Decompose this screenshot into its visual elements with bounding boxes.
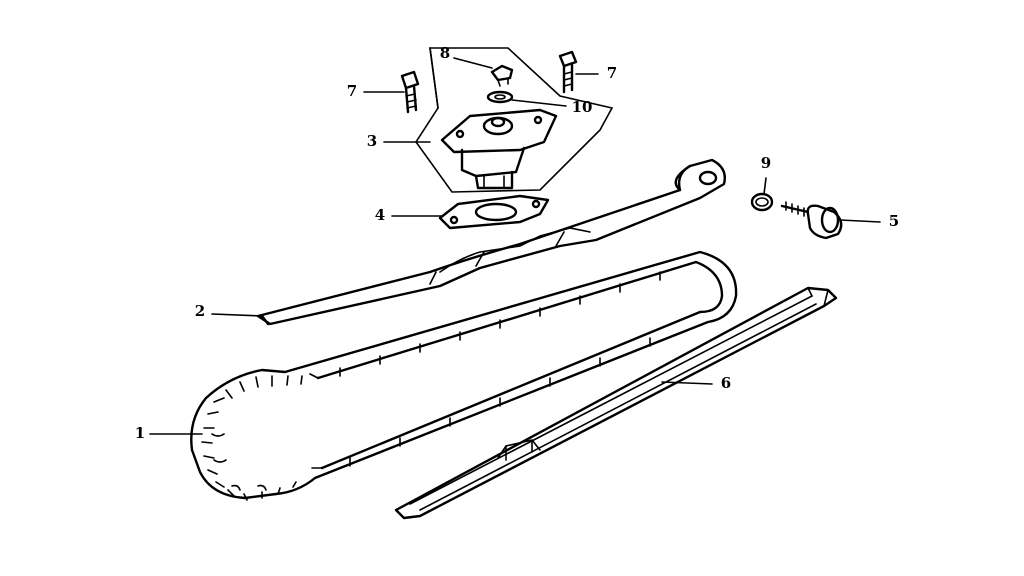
callout-pivot-bolt: 5 bbox=[889, 212, 899, 230]
washer bbox=[486, 90, 514, 104]
callout-bolt-left: 7 bbox=[347, 82, 357, 100]
callout-o-ring: 9 bbox=[761, 154, 771, 172]
bolt-right bbox=[558, 50, 578, 94]
o-ring bbox=[750, 192, 774, 212]
callout-tensioner-gasket: 4 bbox=[375, 206, 385, 224]
callout-chain-guide: 6 bbox=[721, 374, 731, 392]
tensioner-guide bbox=[256, 158, 726, 326]
callout-tensioner-assembly: 3 bbox=[367, 132, 377, 150]
sealing-bolt bbox=[490, 64, 514, 87]
callout-bolt-right: 7 bbox=[607, 64, 617, 82]
tensioner-pivot-bolt bbox=[780, 201, 843, 240]
callout-sealing-bolt: 8 bbox=[440, 44, 450, 62]
callout-tensioner-guide: 2 bbox=[195, 302, 205, 320]
chain-guide bbox=[394, 286, 838, 520]
callout-labels: 1 2 3 4 5 6 7 7 8 9 10 bbox=[135, 44, 899, 442]
bolt-left bbox=[400, 70, 420, 114]
tensioner-gasket bbox=[438, 194, 550, 230]
tensioner-assembly bbox=[415, 47, 614, 193]
cam-chain bbox=[190, 250, 738, 501]
callout-washer: 10 bbox=[572, 98, 593, 116]
callout-cam-chain: 1 bbox=[135, 424, 145, 442]
leader-lines bbox=[149, 57, 881, 435]
